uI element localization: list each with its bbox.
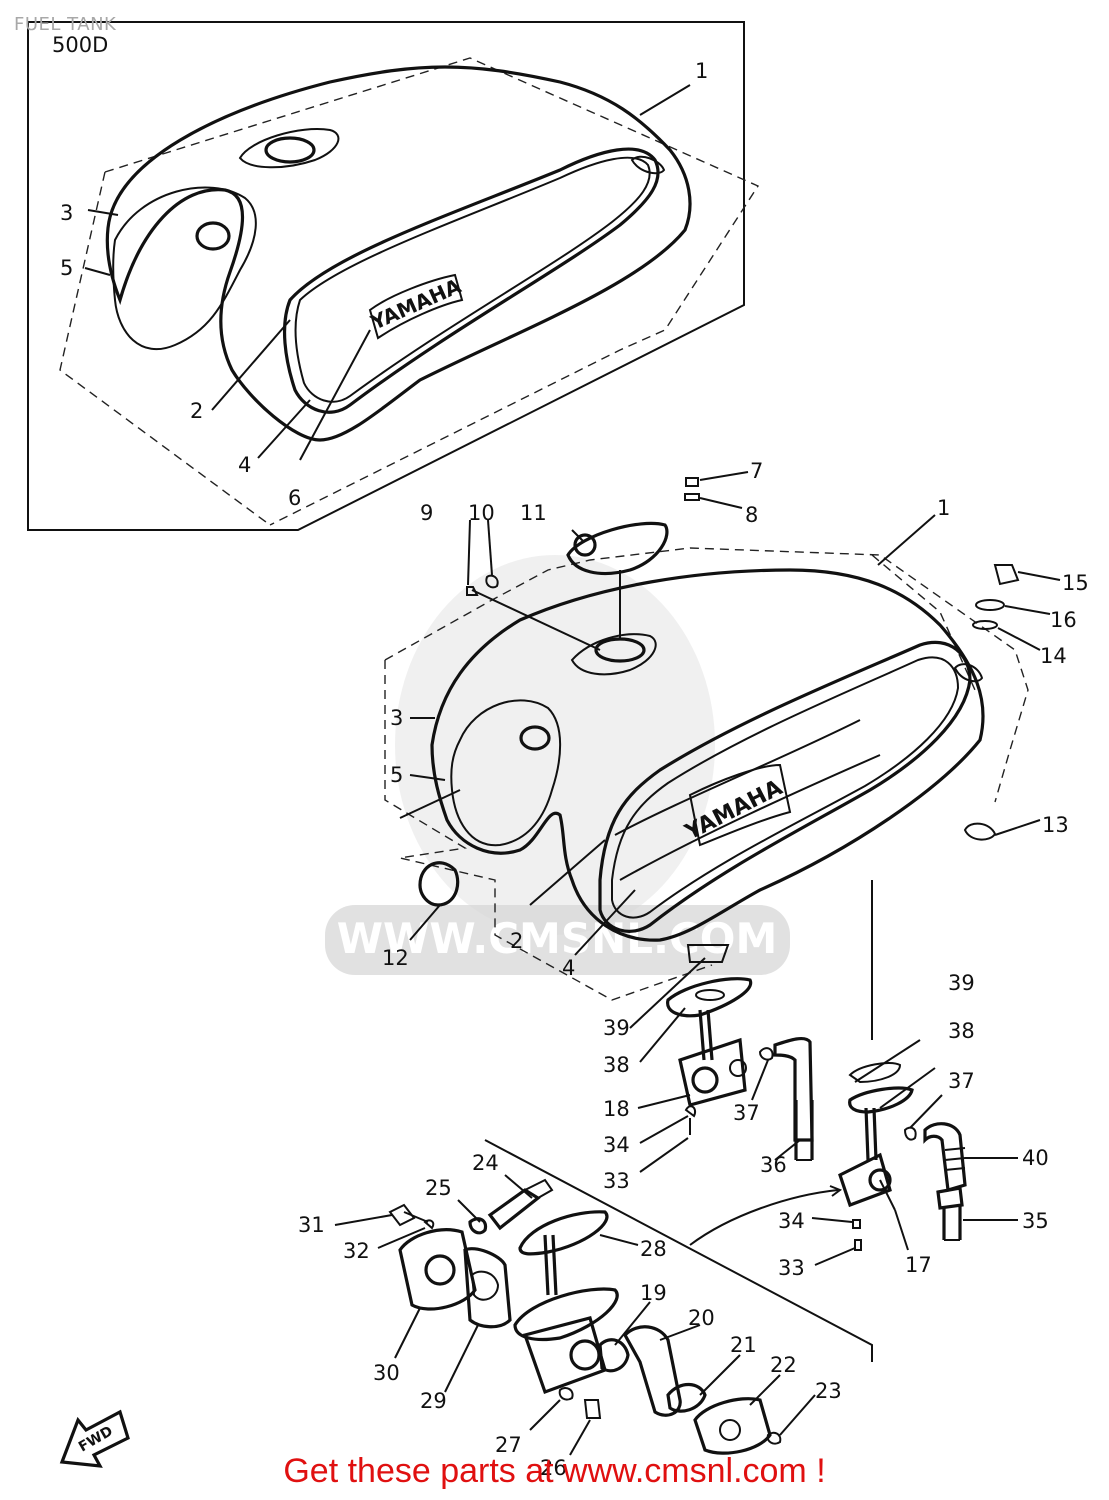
mount-bolt: [972, 564, 1061, 836]
label-c19: 19: [640, 1281, 667, 1305]
fuel-tank-top: YAMAHA: [105, 65, 692, 442]
label-t4: 4: [238, 453, 251, 477]
label-m2: 2: [510, 929, 523, 953]
label-c21: 21: [730, 1333, 757, 1357]
label-m12: 12: [382, 946, 409, 970]
label-b17: 17: [905, 1253, 932, 1277]
small-hardware: [466, 519, 601, 651]
label-m11: 11: [520, 501, 547, 525]
label-a33: 33: [603, 1169, 630, 1193]
label-b33: 33: [778, 1256, 805, 1280]
label-a36: 36: [760, 1153, 787, 1177]
label-b35: 35: [1022, 1209, 1049, 1233]
label-m8: 8: [745, 503, 758, 527]
label-a38: 38: [603, 1053, 630, 1077]
label-c20: 20: [688, 1306, 715, 1330]
top-variant-box: 500D YAMAHA 1 3 5 2 4 6: [27, 21, 760, 531]
label-c30: 30: [373, 1361, 400, 1385]
label-t2: 2: [190, 399, 203, 423]
label-m7: 7: [750, 459, 763, 483]
gauge-cap: [409, 861, 460, 941]
label-a37: 37: [733, 1101, 760, 1125]
label-m4: 4: [562, 956, 575, 980]
label-c29: 29: [420, 1389, 447, 1413]
label-c25: 25: [425, 1176, 452, 1200]
label-b38: 38: [948, 1019, 975, 1043]
label-t6: 6: [288, 486, 301, 510]
label-c24: 24: [472, 1151, 499, 1175]
label-c27: 27: [495, 1433, 522, 1457]
page-title: FUEL TANK: [14, 14, 117, 35]
label-t1: 1: [695, 59, 708, 83]
fuel-cock-exploded: [388, 1139, 873, 1455]
label-m3: 3: [390, 706, 403, 730]
footer-link-text[interactable]: Get these parts at www.cmsnl.com !: [283, 1452, 826, 1490]
label-t5: 5: [60, 256, 73, 280]
label-c32: 32: [343, 1239, 370, 1263]
label-m16: 16: [1050, 608, 1077, 632]
label-c26: 26: [540, 1456, 567, 1480]
label-b37: 37: [948, 1069, 975, 1093]
label-b39: 39: [948, 971, 975, 995]
label-m1: 1: [937, 496, 950, 520]
fuel-cock-right: [838, 1062, 967, 1251]
cap-screw: [684, 471, 749, 509]
label-a39: 39: [603, 1016, 630, 1040]
label-c22: 22: [770, 1353, 797, 1377]
fuel-cock-left: [666, 944, 814, 1161]
label-m13: 13: [1042, 813, 1069, 837]
label-m10: 10: [468, 501, 495, 525]
label-a34: 34: [603, 1133, 630, 1157]
filler-cap: [566, 521, 669, 640]
label-a18: 18: [603, 1097, 630, 1121]
label-c31: 31: [298, 1213, 325, 1237]
label-t3: 3: [60, 201, 73, 225]
label-b40: 40: [1022, 1146, 1049, 1170]
label-c23: 23: [815, 1379, 842, 1403]
label-m9: 9: [420, 501, 433, 525]
label-c28: 28: [640, 1237, 667, 1261]
label-m14: 14: [1040, 644, 1067, 668]
fwd-label: FWD: [76, 1423, 116, 1455]
model-code-label: 500D: [52, 33, 108, 57]
label-m5: 5: [390, 763, 403, 787]
label-m15: 15: [1062, 571, 1089, 595]
label-b34: 34: [778, 1209, 805, 1233]
